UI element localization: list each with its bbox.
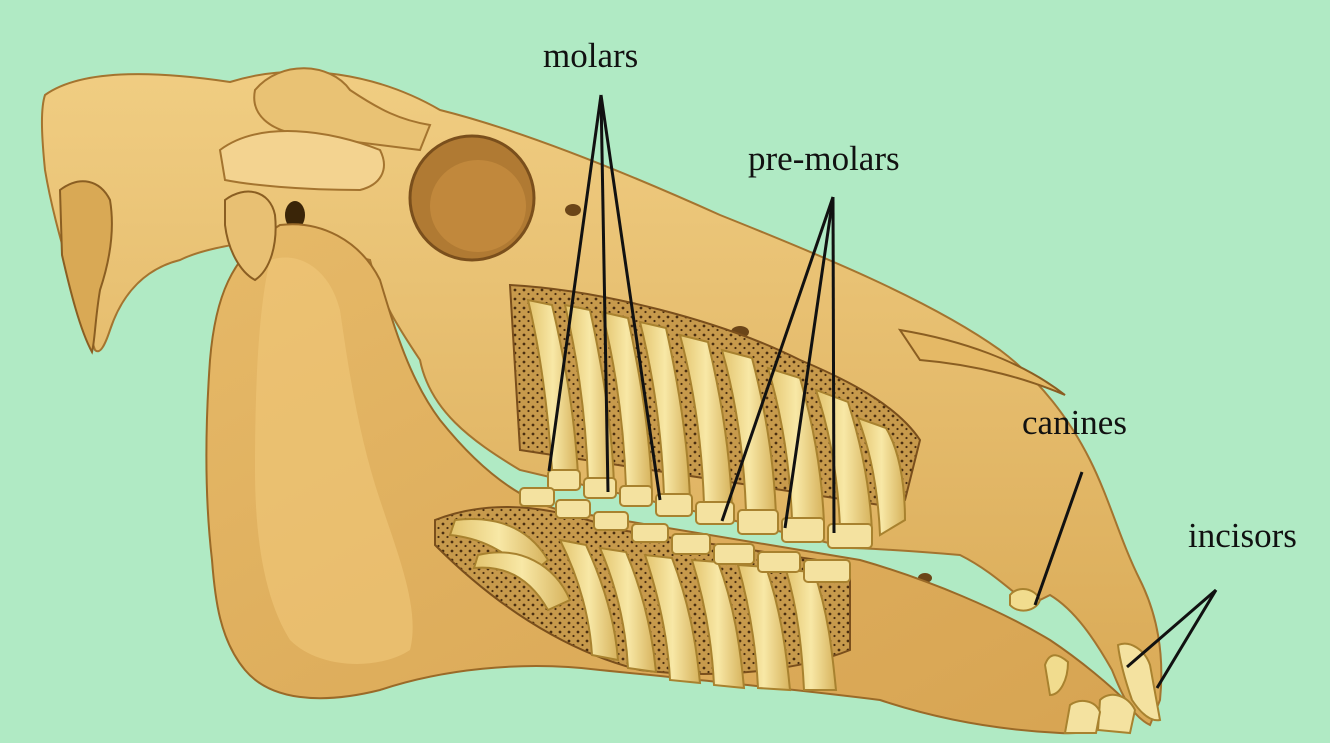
leader-premolar-3 xyxy=(833,197,834,533)
label-incisors: incisors xyxy=(1188,518,1297,553)
label-premolars: pre-molars xyxy=(748,141,900,176)
label-molars: molars xyxy=(543,38,638,73)
leader-incisor-2 xyxy=(1157,590,1216,688)
label-canines: canines xyxy=(1022,405,1127,440)
